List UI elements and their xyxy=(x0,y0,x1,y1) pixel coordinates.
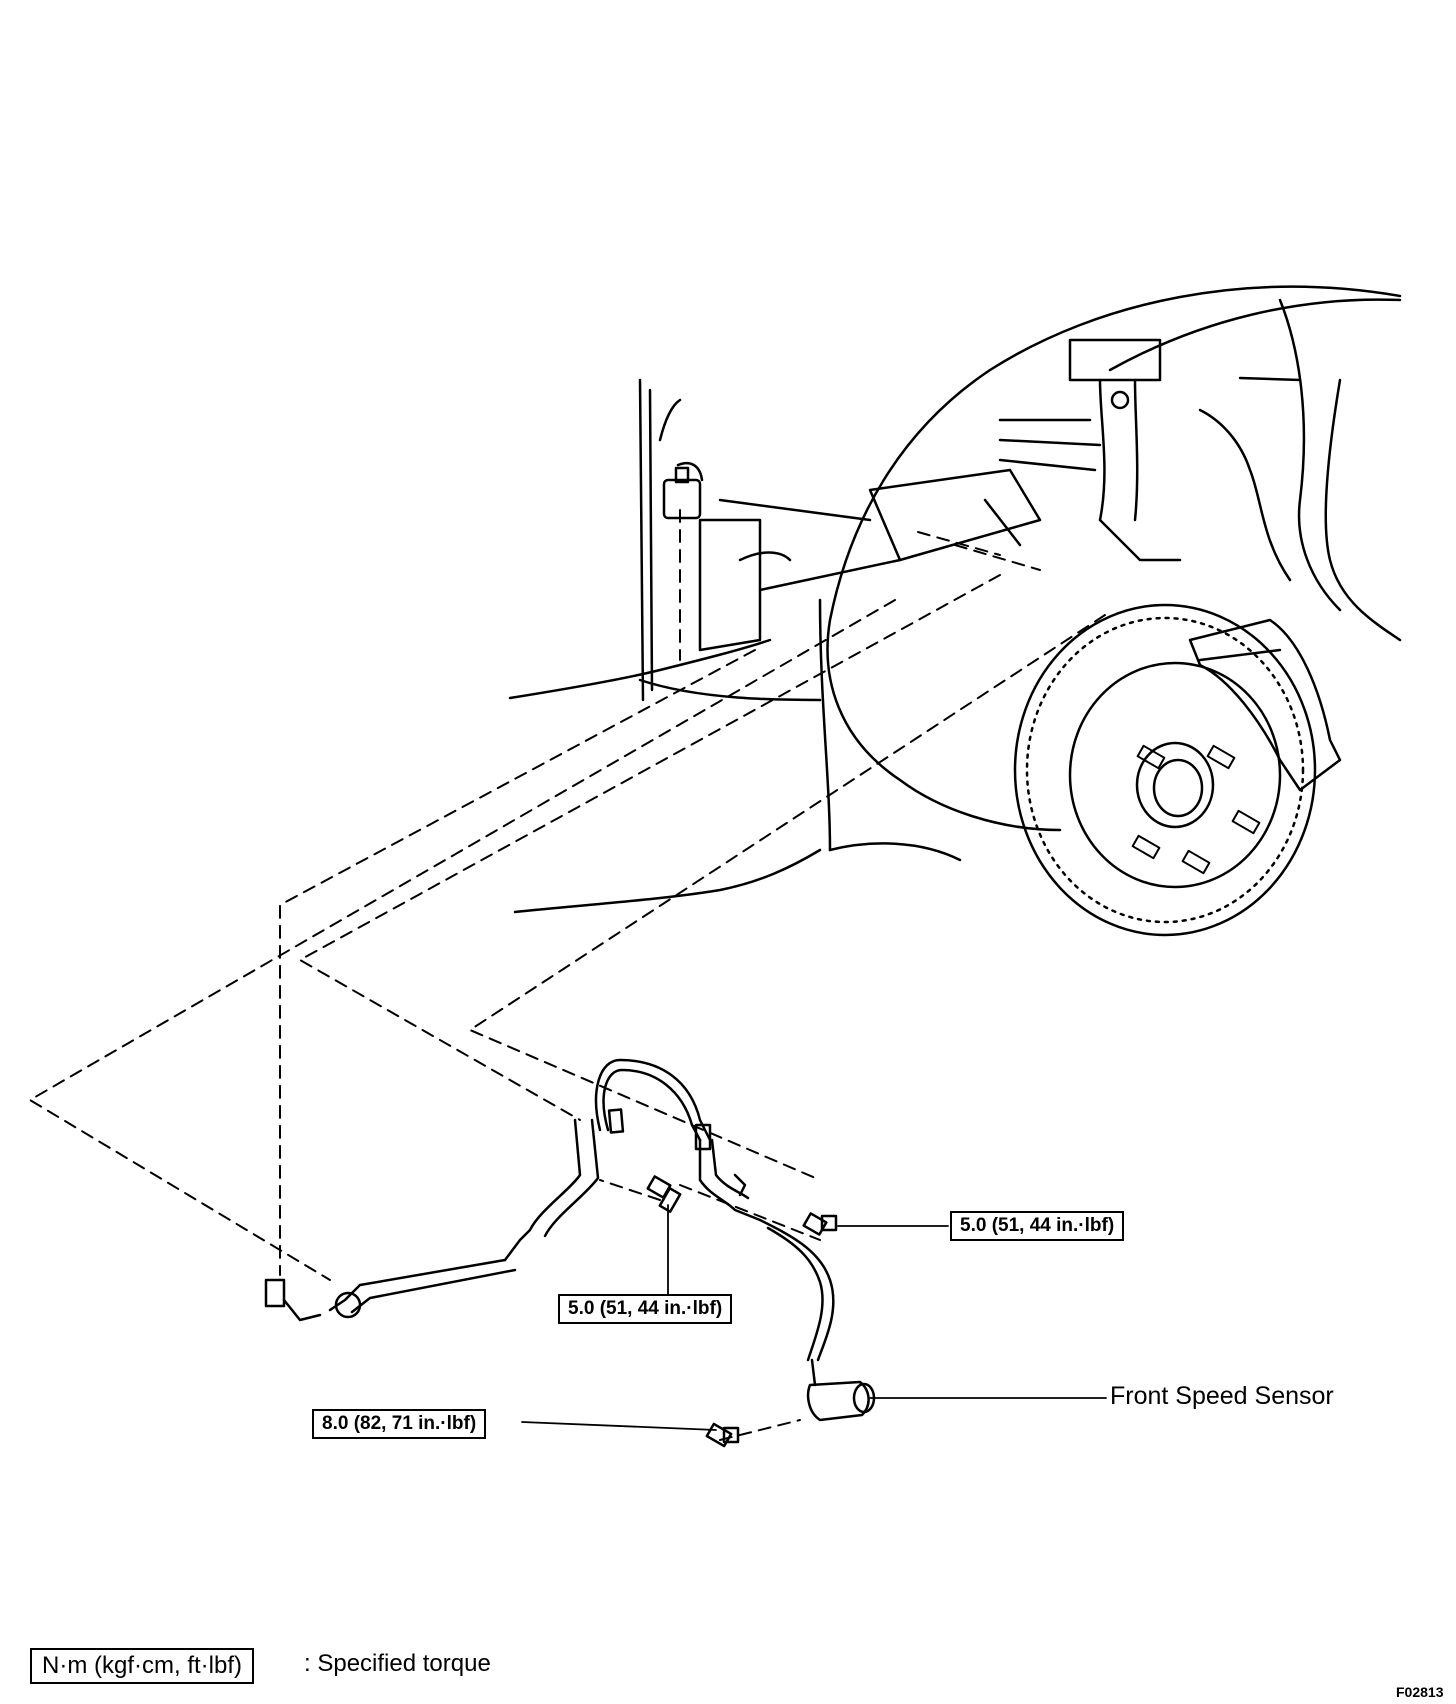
hex-bolt-icon xyxy=(646,1175,682,1213)
guide-lines xyxy=(29,509,1106,1441)
legend-unit-box: N·m (kgf·cm, ft·lbf) xyxy=(30,1648,254,1684)
sensor-harness xyxy=(264,1058,835,1387)
torque-callout-sensor-bolt: 8.0 (82, 71 in.·lbf) xyxy=(312,1409,487,1439)
brake-disc-icon xyxy=(1013,603,1342,937)
front-speed-sensor-label: Front Speed Sensor xyxy=(1110,1382,1334,1410)
speed-sensor-icon xyxy=(806,1380,876,1422)
torque-callout-middle: 5.0 (51, 44 in.·lbf) xyxy=(558,1294,733,1324)
hex-bolt-icon xyxy=(802,1212,838,1236)
hex-bolt-icon xyxy=(705,1422,740,1448)
callout-leaders xyxy=(521,1204,1107,1431)
torque-callout-upper-right: 5.0 (51, 44 in.·lbf) xyxy=(950,1211,1125,1241)
legend-description: : Specified torque xyxy=(304,1650,491,1677)
figure-code: F02813 xyxy=(1396,1684,1444,1700)
vehicle-body xyxy=(508,285,1402,914)
upper-connector-icon xyxy=(658,398,704,520)
suspension-strut xyxy=(998,338,1182,562)
